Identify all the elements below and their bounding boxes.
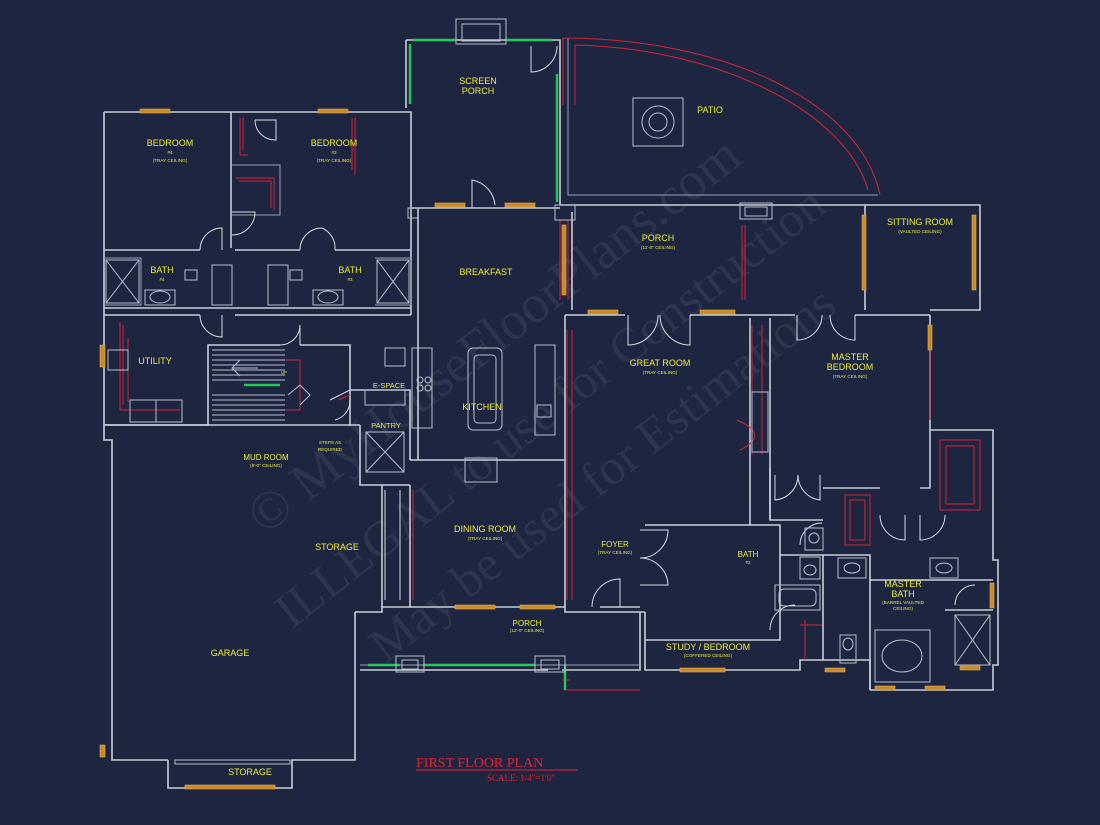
label-bedroom-4: BEDROOM [147,138,194,148]
label-bedroom-4-num: #4 [167,150,173,155]
label-bedroom-3-note: (TRAY CEILING) [317,158,352,163]
label-master-bath: MASTER [884,579,922,589]
label-mud-room: MUD ROOM [243,453,289,462]
label-stairs-up: UP [281,370,287,375]
label-master-bath-note: (BARREL VAULTED [882,600,924,605]
label-sitting-room: SITTING ROOM [887,217,953,227]
interior-walls [104,112,993,690]
watermark: © MyHouseFloorPlans.com ILLEGAL to use f… [235,124,845,673]
ceiling-lines [119,118,981,691]
windows [99,108,995,790]
label-great-room-note: (TRAY CEILING) [643,370,678,375]
label-bath-2: BATH [738,550,759,559]
label-master-bath-note-2: CEILING) [893,606,913,611]
label-mud-room-note: (9'-0" CEILING) [250,463,282,468]
label-dining-room: DINING ROOM [454,524,516,534]
label-garage: GARAGE [211,648,250,658]
label-storage-bottom: STORAGE [228,767,272,777]
label-steps: STEPS AS [319,440,341,445]
plan-scale: SCALE: 1/4"=1'0" [487,773,555,783]
room-labels: SCREEN PORCH PATIO BEDROOM #4 (TRAY CEIL… [138,76,953,777]
label-foyer-note: (TRAY CEILING) [598,550,633,555]
doors [199,45,976,631]
plan-title: FIRST FLOOR PLAN [416,756,543,771]
label-patio: PATIO [697,105,723,115]
label-great-room: GREAT ROOM [630,358,691,368]
label-master-bedroom: MASTER [831,352,869,362]
label-bedroom-3: BEDROOM [311,138,358,148]
label-sitting-room-note: (VAULTED CEILING) [898,229,942,234]
label-screen-porch: SCREEN [459,76,497,86]
label-study-note: (COFFERED CEILING) [684,653,732,658]
label-bath-3-num: #3 [347,277,353,282]
label-study-bedroom: STUDY / BEDROOM [666,642,750,652]
exterior-walls [103,37,999,789]
label-porch-rear-note: (11'-0" CEILING) [641,245,676,250]
label-dining-room-note: (TRAY CEILING) [468,536,503,541]
label-master-bedroom-note: (TRAY CEILING) [833,374,868,379]
label-e-space: E-SPACE [373,381,405,390]
label-kitchen: KITCHEN [462,402,502,412]
label-utility: UTILITY [138,356,172,366]
label-porch-front: PORCH [513,619,542,628]
label-master-bath-2: BATH [891,589,914,599]
label-bath-4-num: #4 [159,277,165,282]
label-storage-garage: STORAGE [315,542,359,552]
label-breakfast: BREAKFAST [459,267,513,277]
label-foyer: FOYER [601,540,629,549]
label-screen-porch-2: PORCH [462,86,495,96]
label-bath-3: BATH [338,265,361,275]
label-bath-4: BATH [150,265,173,275]
fixtures [105,18,991,765]
label-bedroom-3-num: #3 [331,150,337,155]
label-steps-2: REQUIRED [318,447,343,452]
label-bath-2-num: #2 [745,560,751,565]
label-pantry: PANTRY [371,421,401,430]
title-block: FIRST FLOOR PLAN SCALE: 1/4"=1'0" [416,756,578,783]
label-bedroom-4-note: (TRAY CEILING) [153,158,188,163]
label-porch-rear: PORCH [642,233,675,243]
screen-railings [244,38,567,690]
label-master-bedroom-2: BEDROOM [827,362,874,372]
label-porch-front-note: (12'-0" CEILING) [510,628,545,633]
